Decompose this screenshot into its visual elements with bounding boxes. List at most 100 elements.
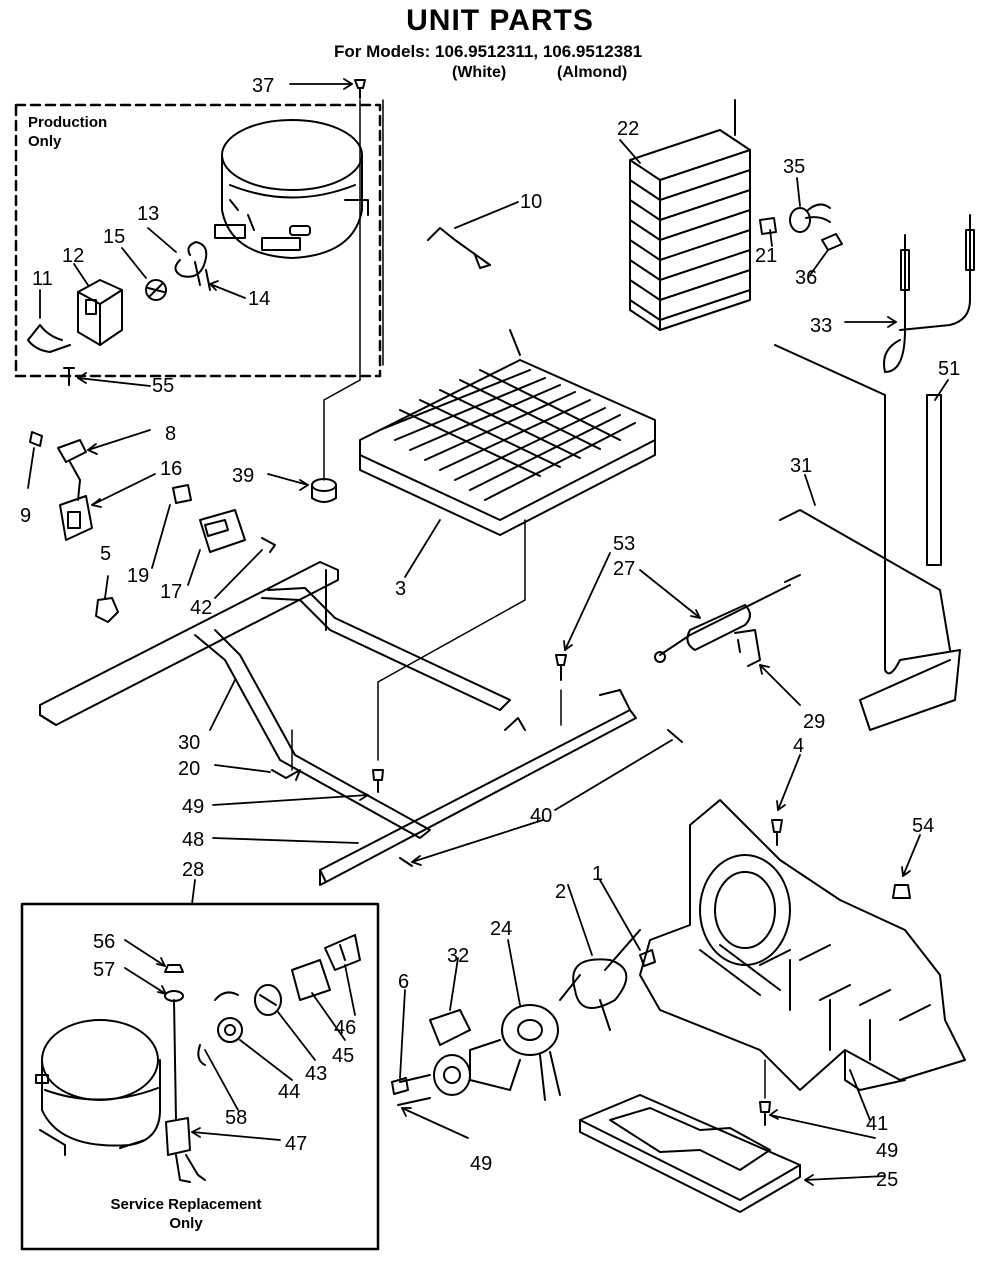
fan-motor-part-24 [470,1005,560,1100]
label-44: 44 [278,1081,300,1103]
label-22: 22 [617,118,639,140]
condenser-part-22 [630,100,750,330]
compressor-production [215,120,368,258]
overload-part-44 [218,1018,242,1042]
label-54: 54 [912,815,934,837]
plug-part-9 [30,432,42,446]
production-label-line1: Production [28,114,108,131]
service-replacement-box [22,904,378,1249]
label-57: 57 [93,959,115,981]
tube-part-47 [166,1118,190,1155]
label-28: 28 [182,859,204,881]
base-plate-part-41 [640,800,965,1090]
drier-part-27 [655,575,800,666]
label-36: 36 [795,267,817,289]
grommet-part-39 [312,479,336,502]
tube-part-51 [927,395,941,565]
label-15: 15 [103,226,125,248]
label-32: 32 [447,945,469,967]
clip-part-11 [28,325,70,352]
compressor-service [36,935,360,1182]
part-number-labels: 37 22 10 35 21 36 33 51 31 13 15 12 11 1… [20,75,960,1191]
clamp-part-5 [96,598,118,622]
clip-part-36 [822,234,842,250]
clip-part-20 [272,770,300,780]
label-48: 48 [182,829,204,851]
label-9: 9 [20,505,31,527]
clip-part-19 [173,485,191,503]
clamp-part-29 [735,630,760,666]
production-only-label: Production Only [28,113,107,151]
color-almond-label: (Almond) [557,64,628,81]
label-5: 5 [100,543,111,565]
label-3: 3 [395,578,406,600]
label-13: 13 [137,203,159,225]
relay-part-17 [200,510,245,552]
grommet-part-56 [165,965,183,972]
label-40: 40 [530,805,552,827]
clip-part-21 [760,218,776,234]
label-41: 41 [866,1113,888,1135]
evaporator-part-3 [360,330,655,535]
leader-lines [28,79,948,1185]
label-11: 11 [32,268,53,290]
label-4: 4 [793,735,804,757]
screw-part-53 [556,655,566,680]
bolt-part-37 [355,80,365,98]
grommet-part-54 [893,885,910,898]
label-30: 30 [178,732,200,754]
frame-rails [40,562,636,885]
label-53: 53 [613,533,635,555]
screw-part-49c [668,730,682,742]
wire-part-58 [198,1045,205,1065]
tubing-part-31 [775,345,960,730]
drain-pan-part-25 [580,1095,800,1212]
relay-part-43 [255,985,281,1015]
screw-part-49b [400,858,412,866]
label-25: 25 [876,1169,898,1191]
wire-part-10 [428,228,490,265]
service-label-line2: Only [169,1215,203,1232]
bracket-part-8 [58,440,86,462]
label-20: 20 [178,758,200,780]
label-45: 45 [332,1045,354,1067]
label-37: 37 [252,75,274,97]
label-56: 56 [93,931,115,953]
label-21: 21 [755,245,777,267]
relay-part-12 [78,280,122,345]
diagram-title: UNIT PARTS [406,4,594,37]
label-55: 55 [152,375,174,397]
label-47: 47 [285,1133,307,1155]
overload-part-15 [146,280,166,300]
screw-part-49a [373,770,383,792]
label-24: 24 [490,918,512,940]
screw-part-55 [64,368,74,385]
production-label-line2: Only [28,133,62,150]
production-only-box [16,105,380,376]
relay-part-45 [292,960,330,1000]
label-39: 39 [232,465,254,487]
label-51: 51 [938,358,960,380]
label-10: 10 [520,191,542,213]
capillary-part-33 [884,215,970,372]
sensor-part-35 [790,204,830,232]
service-replacement-label: Service Replacement Only [96,1195,276,1233]
label-58: 58 [225,1107,247,1129]
label-43: 43 [305,1063,327,1085]
label-31: 31 [790,455,812,477]
screw-part-42 [262,538,275,552]
label-35: 35 [783,156,805,178]
label-49-c: 49 [876,1140,898,1162]
label-6: 6 [398,971,409,993]
label-14: 14 [248,288,270,310]
screw-part-6 [392,1078,408,1094]
label-8: 8 [165,423,176,445]
wire-part-14 [195,262,210,290]
harness-part-16 [60,462,92,540]
label-33: 33 [810,315,832,337]
label-12: 12 [62,245,84,267]
fan-bracket-part-32 [398,1010,470,1105]
label-29: 29 [803,711,825,733]
